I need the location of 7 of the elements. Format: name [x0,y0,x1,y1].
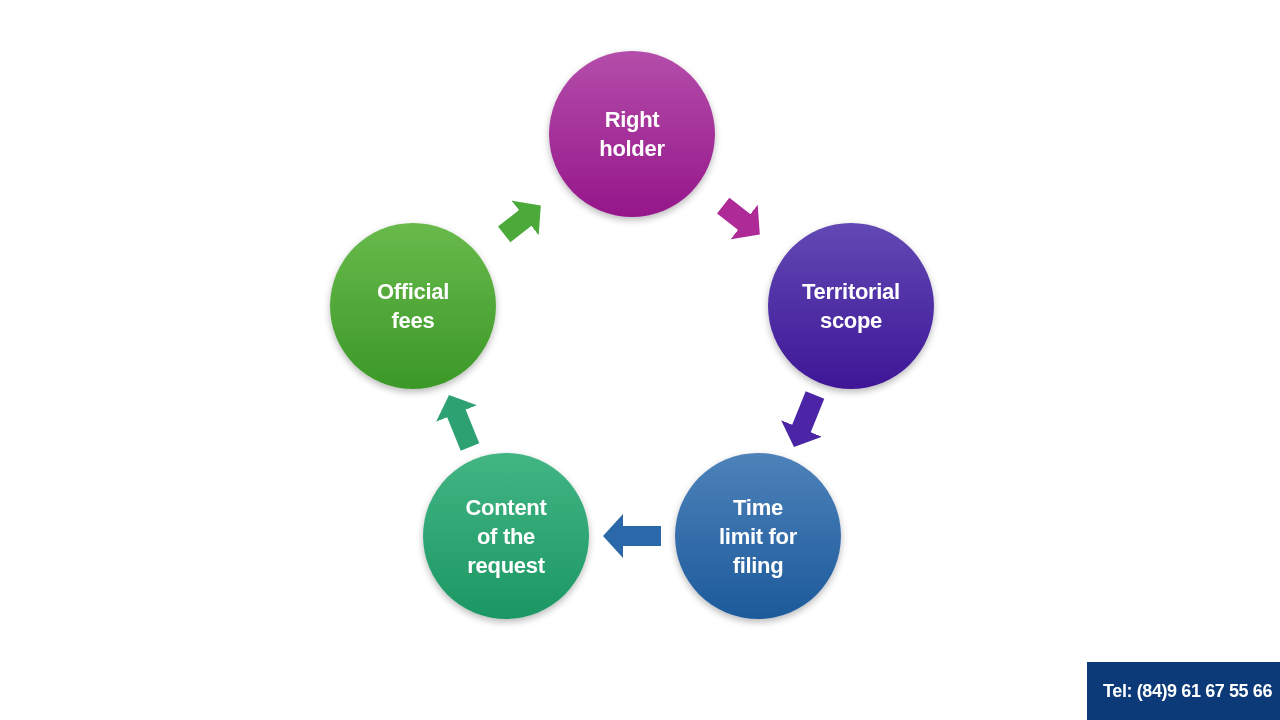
step-label: Territorial scope [801,278,901,335]
step-label: Official fees [375,278,451,335]
phone-number: Tel: (84)9 61 67 55 66 [1103,680,1272,702]
block-arrow [603,514,661,558]
step-label: Right holder [598,106,666,163]
step-label: Time limit for filing [718,493,798,580]
step-label: Content of the request [464,493,548,580]
